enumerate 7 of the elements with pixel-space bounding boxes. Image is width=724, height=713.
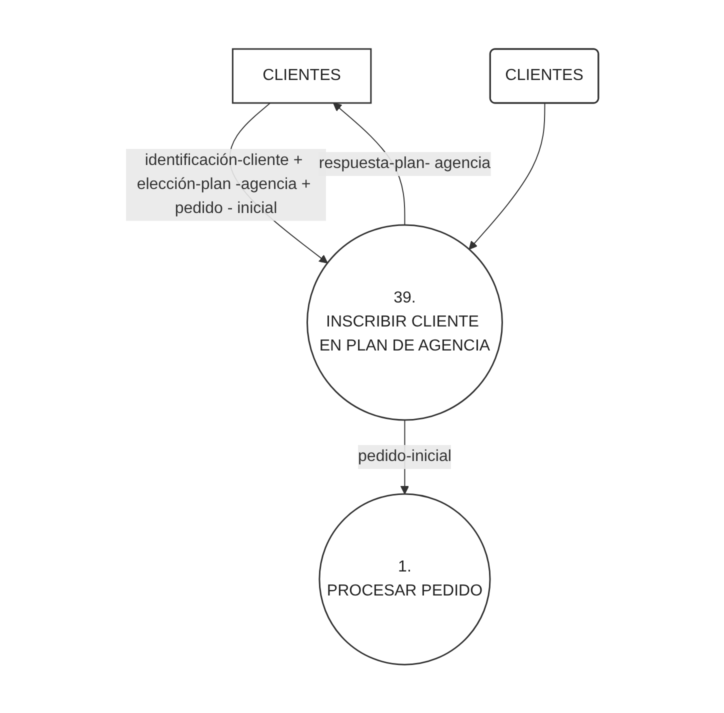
node-box: CLIENTES [232, 48, 372, 104]
arrow [468, 102, 546, 250]
edge-label: pedido-inicial [358, 448, 452, 465]
edge-label: identificación-cliente + elección-plan -agencia + pedido - inicial [136, 152, 311, 217]
node-circle: 1. PROCESAR PEDIDO [318, 492, 491, 666]
edge-label: respuesta-plan- agencia [318, 154, 490, 172]
node-circle: 39. INSCRIBIR CLIENTE EN PLAN DE AGENCIA [306, 224, 503, 420]
